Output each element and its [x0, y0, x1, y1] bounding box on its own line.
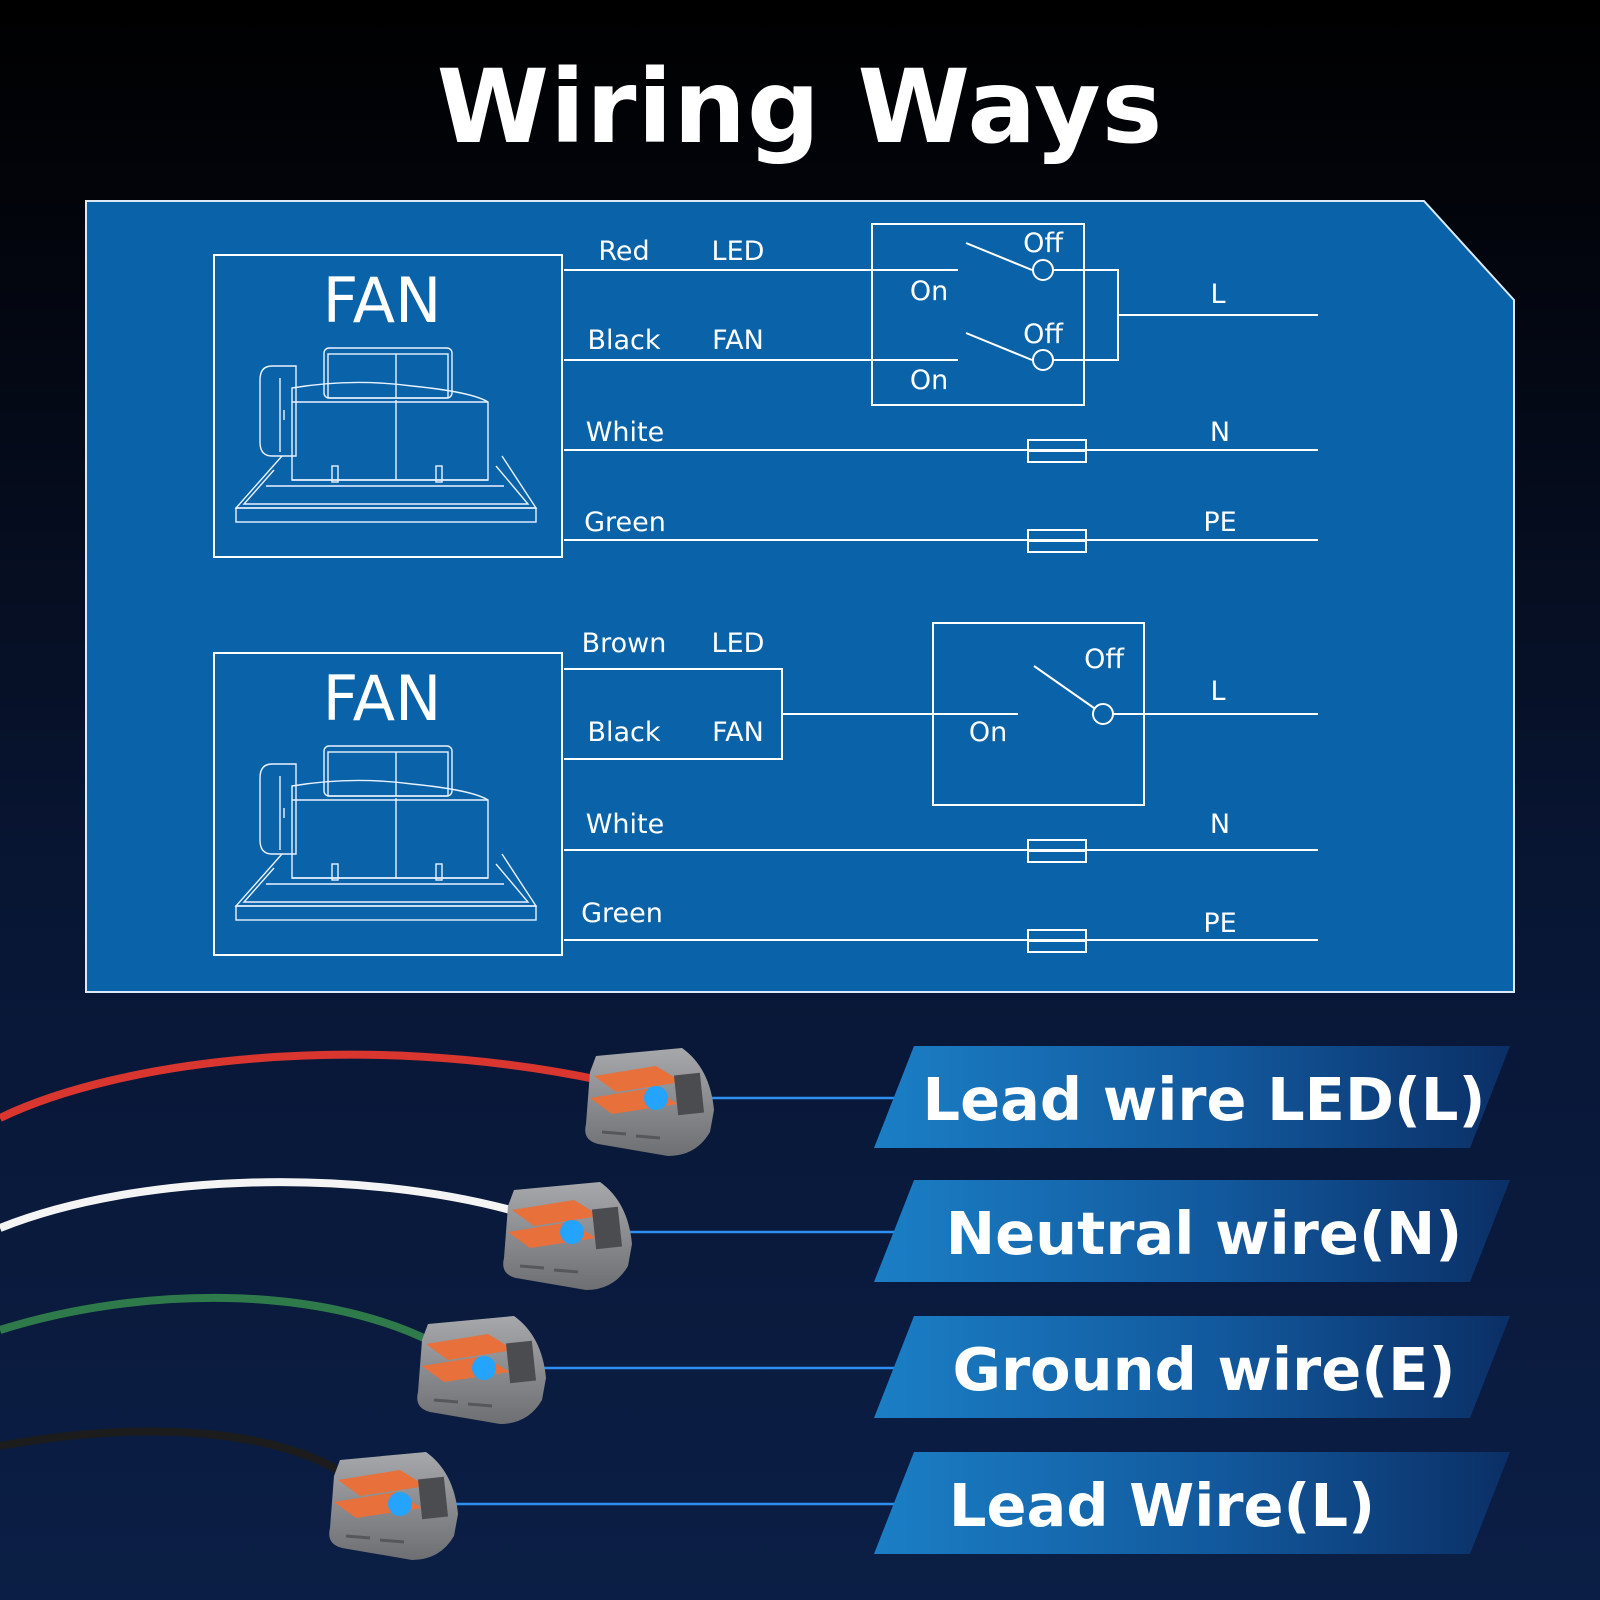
terminal-l-1: L — [1210, 279, 1225, 310]
wire-connector-2 — [503, 1182, 632, 1290]
switch-off-label-1: Off — [1023, 228, 1064, 259]
switch-on-label-1: On — [910, 276, 948, 307]
wire-func-fan-2: FAN — [712, 717, 764, 748]
banner-label-neutral: Neutral wire(N) — [946, 1199, 1462, 1268]
wire-color-green: Green — [584, 507, 666, 538]
page-title: Wiring Ways — [436, 48, 1164, 167]
label-banner-lead: Lead Wire(L) — [874, 1452, 1510, 1554]
banner-label-led: Lead wire LED(L) — [923, 1065, 1486, 1134]
terminal-pe-2: PE — [1203, 908, 1236, 939]
fan-box-1 — [213, 254, 563, 558]
wire-color-green-2: Green — [581, 898, 663, 929]
green-ground-wire — [0, 1293, 438, 1348]
wire-func-led: LED — [712, 236, 765, 267]
terminal-n-1: N — [1210, 417, 1230, 448]
label-banner-led: Lead wire LED(L) — [874, 1046, 1510, 1148]
wire-func-led-2: LED — [712, 628, 765, 659]
terminal-pe-1: PE — [1203, 507, 1236, 538]
switch-on-label-2: On — [910, 365, 948, 396]
wire-color-black-2: Black — [587, 717, 660, 748]
red-lead-wire — [0, 1050, 601, 1122]
wire-color-white-2: White — [586, 809, 665, 840]
wire-connector-4 — [329, 1452, 458, 1560]
wire-color-brown: Brown — [582, 628, 667, 659]
terminal-l-2: L — [1210, 676, 1225, 707]
wire-color-white: White — [586, 417, 665, 448]
wiring-diagram-panel — [85, 200, 1515, 993]
wire-connector-1 — [585, 1048, 714, 1156]
black-lead-wire — [0, 1427, 353, 1482]
wire-color-red: Red — [598, 236, 649, 267]
fan-box-2 — [213, 652, 563, 956]
switch-on-label: On — [969, 717, 1007, 748]
wire-connector-3 — [417, 1316, 546, 1424]
wire-func-fan: FAN — [712, 325, 764, 356]
switch-off-label-2: Off — [1023, 319, 1064, 350]
terminal-n-2: N — [1210, 809, 1230, 840]
label-banner-neutral: Neutral wire(N) — [874, 1180, 1510, 1282]
white-neutral-wire — [0, 1178, 520, 1232]
wiring-diagram-two-switch: FAN Red LED Black FAN White Green Off On… — [213, 223, 1318, 558]
banner-label-lead: Lead Wire(L) — [949, 1471, 1375, 1540]
fan-label-2: FAN — [323, 662, 442, 735]
switch-off-label: Off — [1084, 644, 1125, 675]
wiring-diagram-single-switch: FAN Brown LED Black FAN White Green Off … — [213, 622, 1318, 956]
banner-label-ground: Ground wire(E) — [953, 1335, 1456, 1404]
double-switch-box — [871, 223, 1085, 406]
wire-color-black: Black — [587, 325, 660, 356]
label-banner-ground: Ground wire(E) — [874, 1316, 1510, 1418]
fan-label-1: FAN — [323, 264, 442, 337]
